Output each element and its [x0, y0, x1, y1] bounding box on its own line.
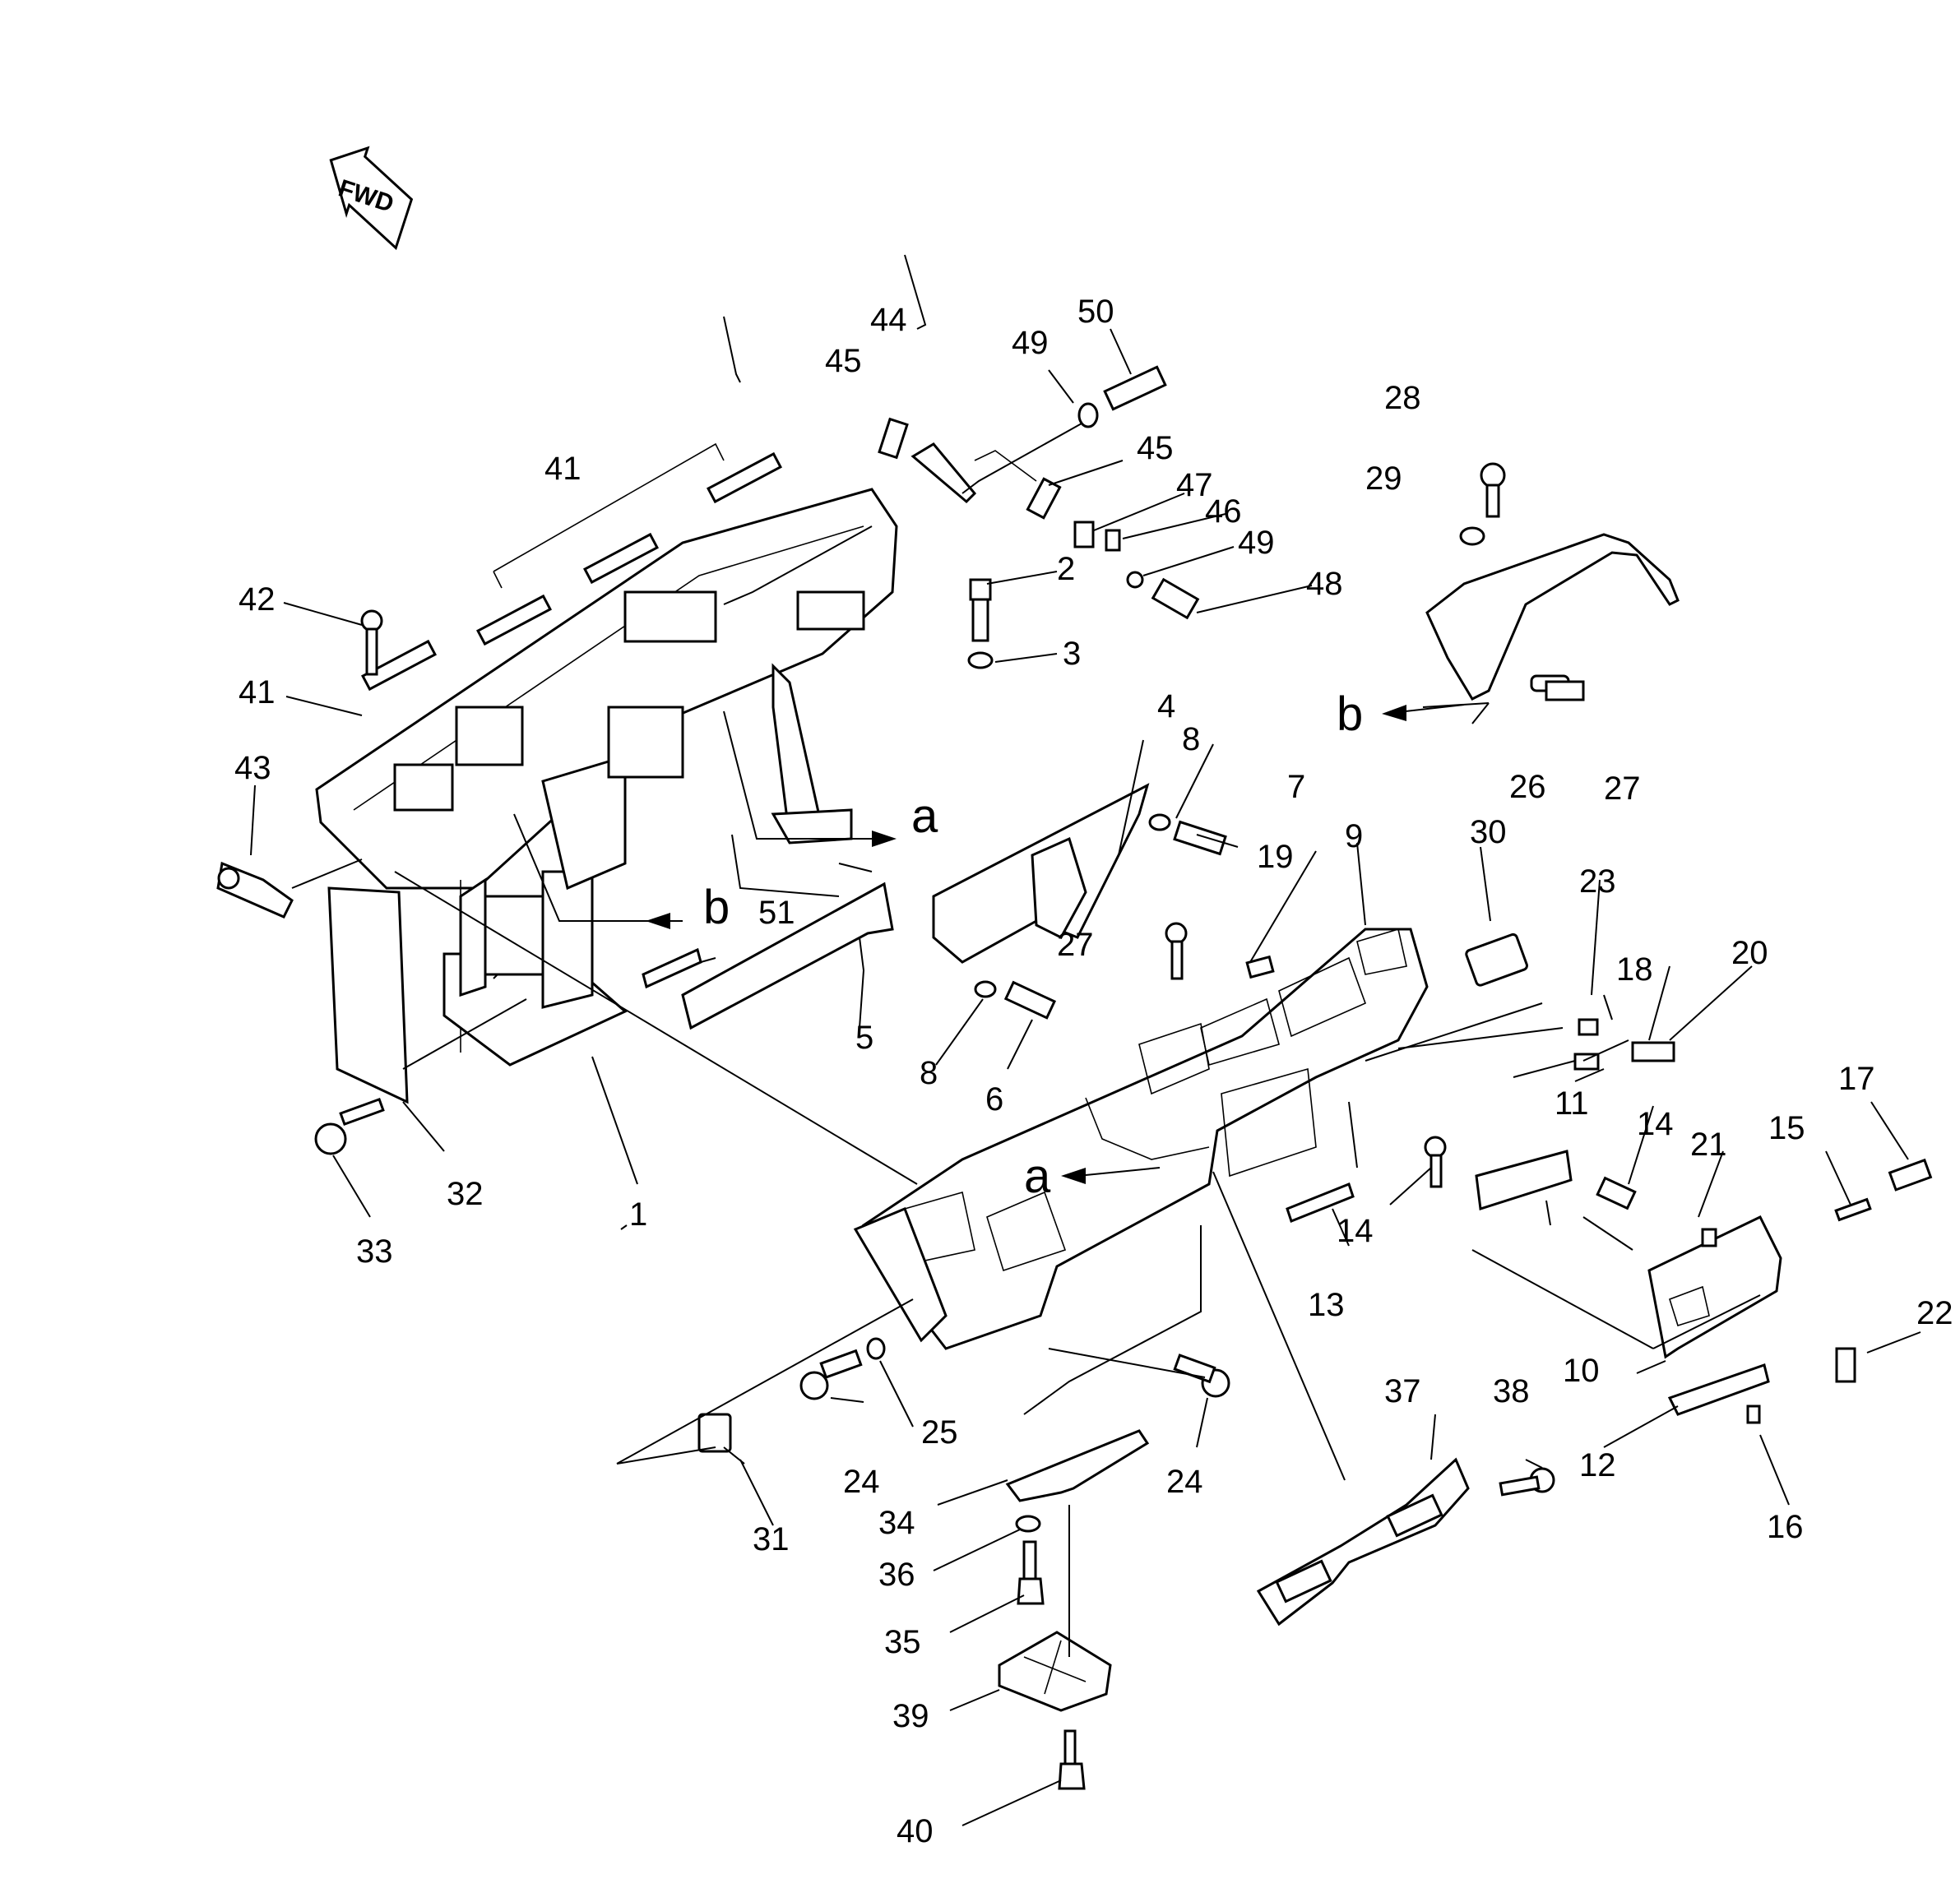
callout-label: 41	[239, 674, 276, 710]
ref-letter-b-lower: b	[1337, 687, 1363, 741]
callout-label: 15	[1768, 1110, 1805, 1146]
main-frame-part	[315, 488, 898, 1067]
callout-label: 11	[1555, 1085, 1589, 1122]
callout-label: 3	[1063, 636, 1081, 672]
callout-label: 1	[629, 1196, 647, 1233]
callout-label: 36	[878, 1557, 915, 1593]
callout-label: 34	[878, 1505, 915, 1541]
panel-37-and-screw-38	[1256, 1457, 1555, 1627]
callout-label: 28	[1384, 380, 1421, 416]
leader-lines	[250, 254, 1921, 1826]
callout-label: 40	[897, 1813, 934, 1849]
ref-letter-a-lower: a	[1024, 1150, 1051, 1203]
cover-plate-32	[327, 886, 409, 1104]
reference-arrow-b-lower: b	[1337, 687, 1465, 741]
mount-39-and-bolt-40	[998, 1631, 1112, 1790]
callout-label: 27	[1604, 771, 1641, 807]
callout-label: 41	[544, 451, 582, 487]
fwd-arrow-icon: FWD	[329, 146, 414, 251]
callout-label: 18	[1616, 951, 1653, 988]
callout-label: 39	[892, 1698, 929, 1734]
callout-label: 29	[1365, 460, 1402, 497]
callout-label: 19	[1257, 839, 1294, 875]
callout-label: 8	[1182, 721, 1200, 757]
small-fasteners	[1165, 680, 1933, 1424]
callout-label: 45	[825, 343, 862, 379]
bracket-44-group	[878, 365, 1200, 620]
callout-label: 12	[1579, 1447, 1616, 1483]
callout-label: 24	[843, 1464, 880, 1500]
callout-label: 20	[1731, 935, 1768, 971]
strip-41-parts	[361, 442, 782, 692]
callout-label: 27	[1057, 927, 1094, 963]
dashboard-9	[853, 928, 1429, 1350]
callout-label: 37	[1384, 1373, 1421, 1409]
fender-26	[1425, 462, 1680, 701]
callout-label: 32	[447, 1176, 484, 1212]
callout-label: 38	[1493, 1373, 1530, 1409]
callout-label: 33	[356, 1233, 393, 1270]
callout-label: 21	[1690, 1127, 1727, 1163]
callout-label: 9	[1345, 818, 1363, 854]
callout-label: 6	[985, 1081, 1003, 1118]
bolt-42	[360, 609, 383, 676]
callout-label: 31	[753, 1521, 790, 1557]
callout-label: 10	[1563, 1353, 1600, 1389]
bolt-33	[314, 1097, 385, 1155]
callout-label: 24	[1166, 1464, 1203, 1500]
bracket-34-group	[1005, 1429, 1150, 1605]
callout-label: 14	[1637, 1106, 1674, 1142]
callout-label: 13	[1308, 1287, 1345, 1323]
callout-label: 45	[1137, 430, 1174, 466]
plate-12	[1667, 1363, 1770, 1416]
plate-11	[1475, 1150, 1573, 1210]
callout-label: 5	[855, 1020, 873, 1056]
callout-label: 50	[1077, 294, 1114, 330]
callout-label: 44	[870, 302, 907, 338]
reference-arrow-a-upper: a	[723, 710, 938, 847]
callout-label: 49	[1012, 325, 1049, 361]
bolts-6-7-8	[974, 813, 1227, 1020]
bracket-43	[216, 861, 294, 919]
callout-label: 2	[1057, 551, 1075, 587]
callout-label: 26	[1509, 769, 1546, 805]
callout-label: 30	[1470, 814, 1507, 850]
panel-10	[1647, 1215, 1782, 1359]
callout-label: 14	[1337, 1213, 1374, 1249]
strip-13	[1286, 1182, 1355, 1223]
reference-arrow-a-lower: a	[1024, 1150, 1161, 1203]
callout-label: 17	[1838, 1061, 1875, 1097]
callout-label: 7	[1287, 769, 1305, 805]
callout-label: 16	[1767, 1509, 1804, 1545]
callout-label: 25	[921, 1414, 958, 1451]
ref-letter-b-upper: b	[703, 881, 730, 934]
callout-label: 42	[239, 581, 276, 618]
ref-letter-a-upper: a	[911, 789, 938, 843]
callout-label: 35	[884, 1624, 921, 1660]
plate-4	[932, 783, 1150, 964]
bolt-2-and-washer-3	[967, 578, 994, 669]
bar-5-and-plate-51	[642, 882, 894, 1030]
bolts-24-25-31	[697, 1337, 1230, 1453]
callout-label: 51	[758, 895, 795, 931]
callout-label: 22	[1916, 1295, 1953, 1331]
reference-arrow-b-upper: b	[513, 813, 730, 934]
callout-label: 46	[1205, 493, 1242, 530]
callout-label: 23	[1579, 863, 1616, 900]
callout-numbers: 1 2 3 4 5 6 7 8 8 9 10 11 12 13 14 14 15…	[234, 294, 1953, 1849]
callout-label: 49	[1238, 525, 1275, 561]
callout-label: 8	[920, 1055, 938, 1091]
callout-label: 43	[234, 750, 271, 786]
callout-label: 47	[1176, 467, 1213, 503]
callout-label: 48	[1306, 566, 1343, 602]
callout-label: 4	[1157, 688, 1175, 724]
